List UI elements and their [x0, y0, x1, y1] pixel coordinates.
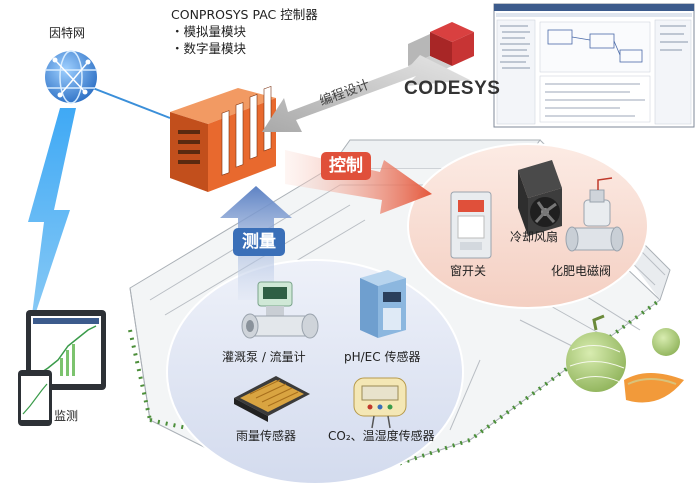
fertilizer-valve-label: 化肥电磁阀: [551, 264, 612, 278]
window-switch-label: 窗开关: [450, 264, 487, 278]
codesys-logo-text: CODESYS: [404, 78, 501, 99]
flow-meter-icon: [241, 281, 319, 339]
controller-module-analog: ・模拟量模块: [171, 24, 247, 39]
monitor-devices-icon: [18, 310, 106, 426]
controller-unit: [170, 85, 276, 192]
rain-sensor-label: 雨量传感器: [236, 429, 297, 443]
controller-title: CONPROSYS PAC 控制器: [171, 7, 318, 22]
codesys-ide-screenshot: [493, 3, 695, 128]
flow-meter-label: 灌溉泵 / 流量计: [222, 350, 306, 364]
control-tag: 控制: [321, 152, 371, 180]
co2-sensor-icon: [353, 377, 407, 429]
ph-ec-sensor-label: pH/EC 传感器: [344, 350, 421, 364]
sensor-zone: [166, 259, 464, 485]
measure-tag: 测量: [233, 228, 285, 256]
controller-module-digital: ・数字量模块: [171, 41, 247, 56]
rain-sensor-icon: [234, 376, 310, 422]
programming-arrow: [262, 55, 470, 132]
monitor-label: 监测: [54, 409, 79, 423]
window-switch-icon: [450, 191, 492, 259]
melon-icon: [566, 314, 684, 403]
cooling-fan-icon: [518, 160, 562, 236]
fertilizer-valve-icon: [565, 177, 624, 252]
cooling-fan-label: 冷却风扇: [510, 230, 559, 244]
co2-sensor-label: CO₂、温湿度传感器: [328, 429, 435, 443]
internet-label: 因特网: [49, 26, 86, 40]
ph-ec-sensor-icon: [360, 270, 406, 338]
internet-globe-icon: [45, 50, 171, 119]
wireless-link-icon: [28, 108, 76, 330]
